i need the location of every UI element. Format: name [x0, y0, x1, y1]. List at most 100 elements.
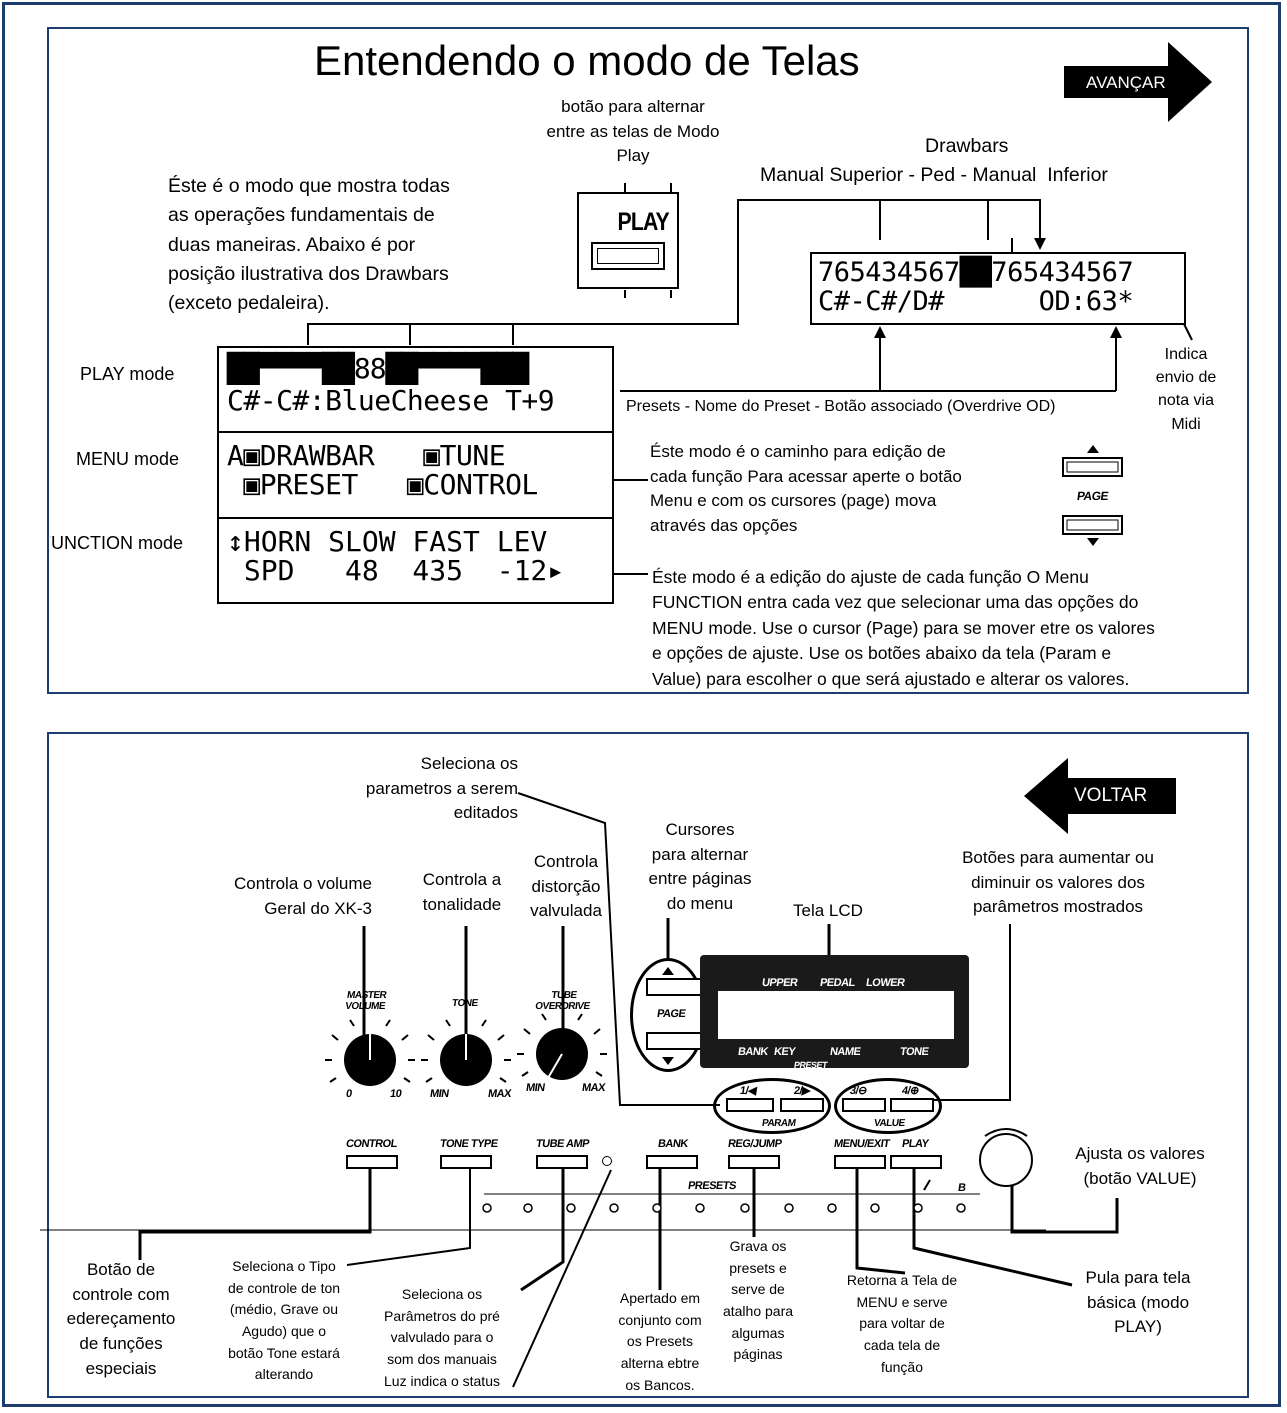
- button-1-label: 1/◀: [739, 1085, 757, 1097]
- value-down-button[interactable]: [842, 1098, 886, 1112]
- tone-max-label: MAX: [487, 1088, 512, 1100]
- presets-label: PRESETS: [687, 1180, 737, 1192]
- down-arrow-icon: [1087, 538, 1099, 546]
- function-lcd-line1: ↕HORN SLOW FAST LEV: [227, 525, 548, 558]
- param-left-button[interactable]: [726, 1098, 774, 1112]
- tube-amp-button-label: TUBE AMP: [535, 1138, 590, 1150]
- bank-button-label: BANK: [657, 1138, 689, 1150]
- drawbar-lcd-line2: C#-C#/D# OD:63*: [818, 286, 1134, 317]
- value-buttons-group: [834, 1078, 942, 1134]
- volume-min-label: 0: [345, 1088, 353, 1100]
- play-button-label-panel: PLAY: [901, 1138, 930, 1150]
- menu-exit-button-label: MENU/EXIT: [833, 1138, 891, 1150]
- play-jump-note: Pula para tela básica (modo PLAY): [1085, 1268, 1191, 1337]
- value-knob-note: Ajusta os valores (botão VALUE): [1075, 1144, 1205, 1188]
- back-label: VOLTAR: [1074, 785, 1148, 806]
- bank-button[interactable]: [646, 1155, 698, 1169]
- volume-max-label: 10: [389, 1088, 403, 1100]
- page-down-button[interactable]: [646, 1032, 706, 1050]
- reg-jump-note: Grava os presets e serve de atalho para …: [722, 1238, 794, 1363]
- function-mode-lcd: ↕HORN SLOW FAST LEV SPD 48 435 -12▸: [217, 517, 614, 604]
- page-up-button[interactable]: [646, 978, 706, 996]
- tube-amp-note: Seleciona os Parâmetros do pré valvulado…: [384, 1286, 500, 1389]
- play-mode-label: PLAY mode: [80, 364, 175, 384]
- params-note: Seleciona os parametros a serem editados: [365, 754, 518, 823]
- presets-note: Presets - Nome do Preset - Botão associa…: [626, 398, 1056, 415]
- overdrive-max-label: MAX: [581, 1082, 606, 1094]
- button-2-label: 2/▶: [793, 1085, 811, 1097]
- drawbar-lcd-example: 765434567██765434567 C#-C#/D# OD:63*: [810, 252, 1186, 325]
- button-3-label: 3/⊖: [849, 1085, 868, 1097]
- advance-button[interactable]: AVANÇAR: [1064, 42, 1214, 122]
- tone-knob-label: TONE: [451, 998, 479, 1009]
- lcd-key-label: KEY: [773, 1046, 796, 1058]
- tone-type-button[interactable]: [440, 1155, 492, 1169]
- lcd-upper-label: UPPER: [761, 977, 799, 989]
- menu-exit-button[interactable]: [834, 1155, 886, 1169]
- function-lcd-line2: SPD 48 435 -12▸: [227, 554, 565, 587]
- param-right-button[interactable]: [780, 1098, 824, 1112]
- advance-label: AVANÇAR: [1086, 73, 1166, 92]
- menu-mode-label: MENU mode: [76, 449, 180, 469]
- drawbars-subtitle: Manual Superior - Ped - Manual Inferior: [760, 164, 1108, 186]
- function-mode-label: FUNCTION mode: [50, 533, 184, 553]
- tube-amp-button[interactable]: [536, 1155, 588, 1169]
- tube-overdrive-label: TUBE OVERDRIVE: [534, 990, 591, 1012]
- drawbar-lcd-line1: 765434567██765434567: [818, 257, 1134, 288]
- lcd-preset-label: PRESET: [793, 1060, 828, 1070]
- play-lcd-line2: C#-C#:BlueCheese T+9: [227, 384, 555, 417]
- value-buttons-note: Botões para aumentar ou diminuir os valo…: [962, 848, 1154, 917]
- menu-exit-note: Retorna a Tela de MENU e serve para volt…: [846, 1272, 958, 1375]
- page-label: PAGE: [1076, 489, 1110, 503]
- play-mode-lcd: ██▀▀▀▀██88██▀▀▀▀███ C#-C#:BlueCheese T+9: [217, 346, 614, 433]
- page-buttons-illustration: PAGE: [1060, 444, 1126, 548]
- page-button-label: PAGE: [656, 1008, 687, 1020]
- menu-mode-note: Éste modo é o caminho para edição de cad…: [650, 442, 962, 535]
- right-arrow-icon: [1064, 42, 1212, 122]
- back-button[interactable]: VOLTAR: [1024, 758, 1176, 834]
- midi-note: Indica envio de nota via Midi: [1155, 346, 1217, 433]
- lcd-tone-label: TONE: [899, 1046, 930, 1058]
- bank-note: Apertado em conjunto com os Presets alte…: [618, 1290, 702, 1393]
- tone-type-button-label: TONE TYPE: [439, 1138, 499, 1150]
- menu-lcd-line2: ▣PRESET ▣CONTROL: [227, 468, 538, 501]
- panel-lcd-screen: [700, 955, 969, 1068]
- button-4-label: 4/⊕: [901, 1085, 920, 1097]
- control-button[interactable]: [346, 1155, 398, 1169]
- play-button[interactable]: [890, 1155, 942, 1169]
- lcd-bank-label: BANK: [737, 1046, 769, 1058]
- function-mode-note: Éste modo é a edição do ajuste de cada f…: [652, 567, 1155, 689]
- lcd-note: Tela LCD: [793, 901, 863, 920]
- control-panel-section: [47, 732, 1249, 1398]
- play-lcd-line1: ██▀▀▀▀██88██▀▀▀▀███: [227, 352, 529, 385]
- reg-jump-button[interactable]: [728, 1155, 780, 1169]
- tone-type-note: Seleciona o Tipo de controle de ton (méd…: [227, 1258, 341, 1383]
- lcd-pedal-label: PEDAL: [819, 977, 856, 989]
- overdrive-min-label: MIN: [525, 1082, 546, 1094]
- value-up-button[interactable]: [890, 1098, 934, 1112]
- reg-jump-button-label: REG/JUMP: [727, 1138, 783, 1150]
- drawbars-title: Drawbars: [925, 135, 1009, 157]
- play-button-note: botão para alternar entre as telas de Mo…: [546, 97, 720, 166]
- up-arrow-icon: [1087, 445, 1099, 453]
- param-buttons-group: [713, 1078, 831, 1134]
- tone-note: Controla a tonalidade: [422, 870, 502, 914]
- tone-min-label: MIN: [429, 1088, 450, 1100]
- play-button-key: [591, 242, 665, 270]
- control-button-label: CONTROL: [345, 1138, 398, 1150]
- param-label: PARAM: [761, 1118, 797, 1129]
- volume-note: Controla o volume Geral do XK-3: [234, 874, 372, 918]
- value-label: VALUE: [873, 1118, 906, 1129]
- play-button-label: PLAY: [617, 208, 670, 236]
- menu-lcd-line1: A▣DRAWBAR ▣TUNE: [227, 439, 506, 472]
- master-volume-label: MASTER VOLUME: [344, 990, 388, 1012]
- lcd-lower-label: LOWER: [865, 977, 906, 989]
- distortion-note: Controla distorção valvulada: [530, 852, 602, 921]
- page-title: Entendendo o modo de Telas: [314, 37, 860, 84]
- tube-amp-led: [602, 1156, 612, 1166]
- cursors-note: Cursores para alternar entre páginas do …: [648, 820, 752, 913]
- menu-mode-lcd: A▣DRAWBAR ▣TUNE ▣PRESET ▣CONTROL: [217, 431, 614, 519]
- control-note: Botão de controle com edereçamento de fu…: [66, 1260, 176, 1378]
- left-arrow-icon: [1024, 758, 1176, 834]
